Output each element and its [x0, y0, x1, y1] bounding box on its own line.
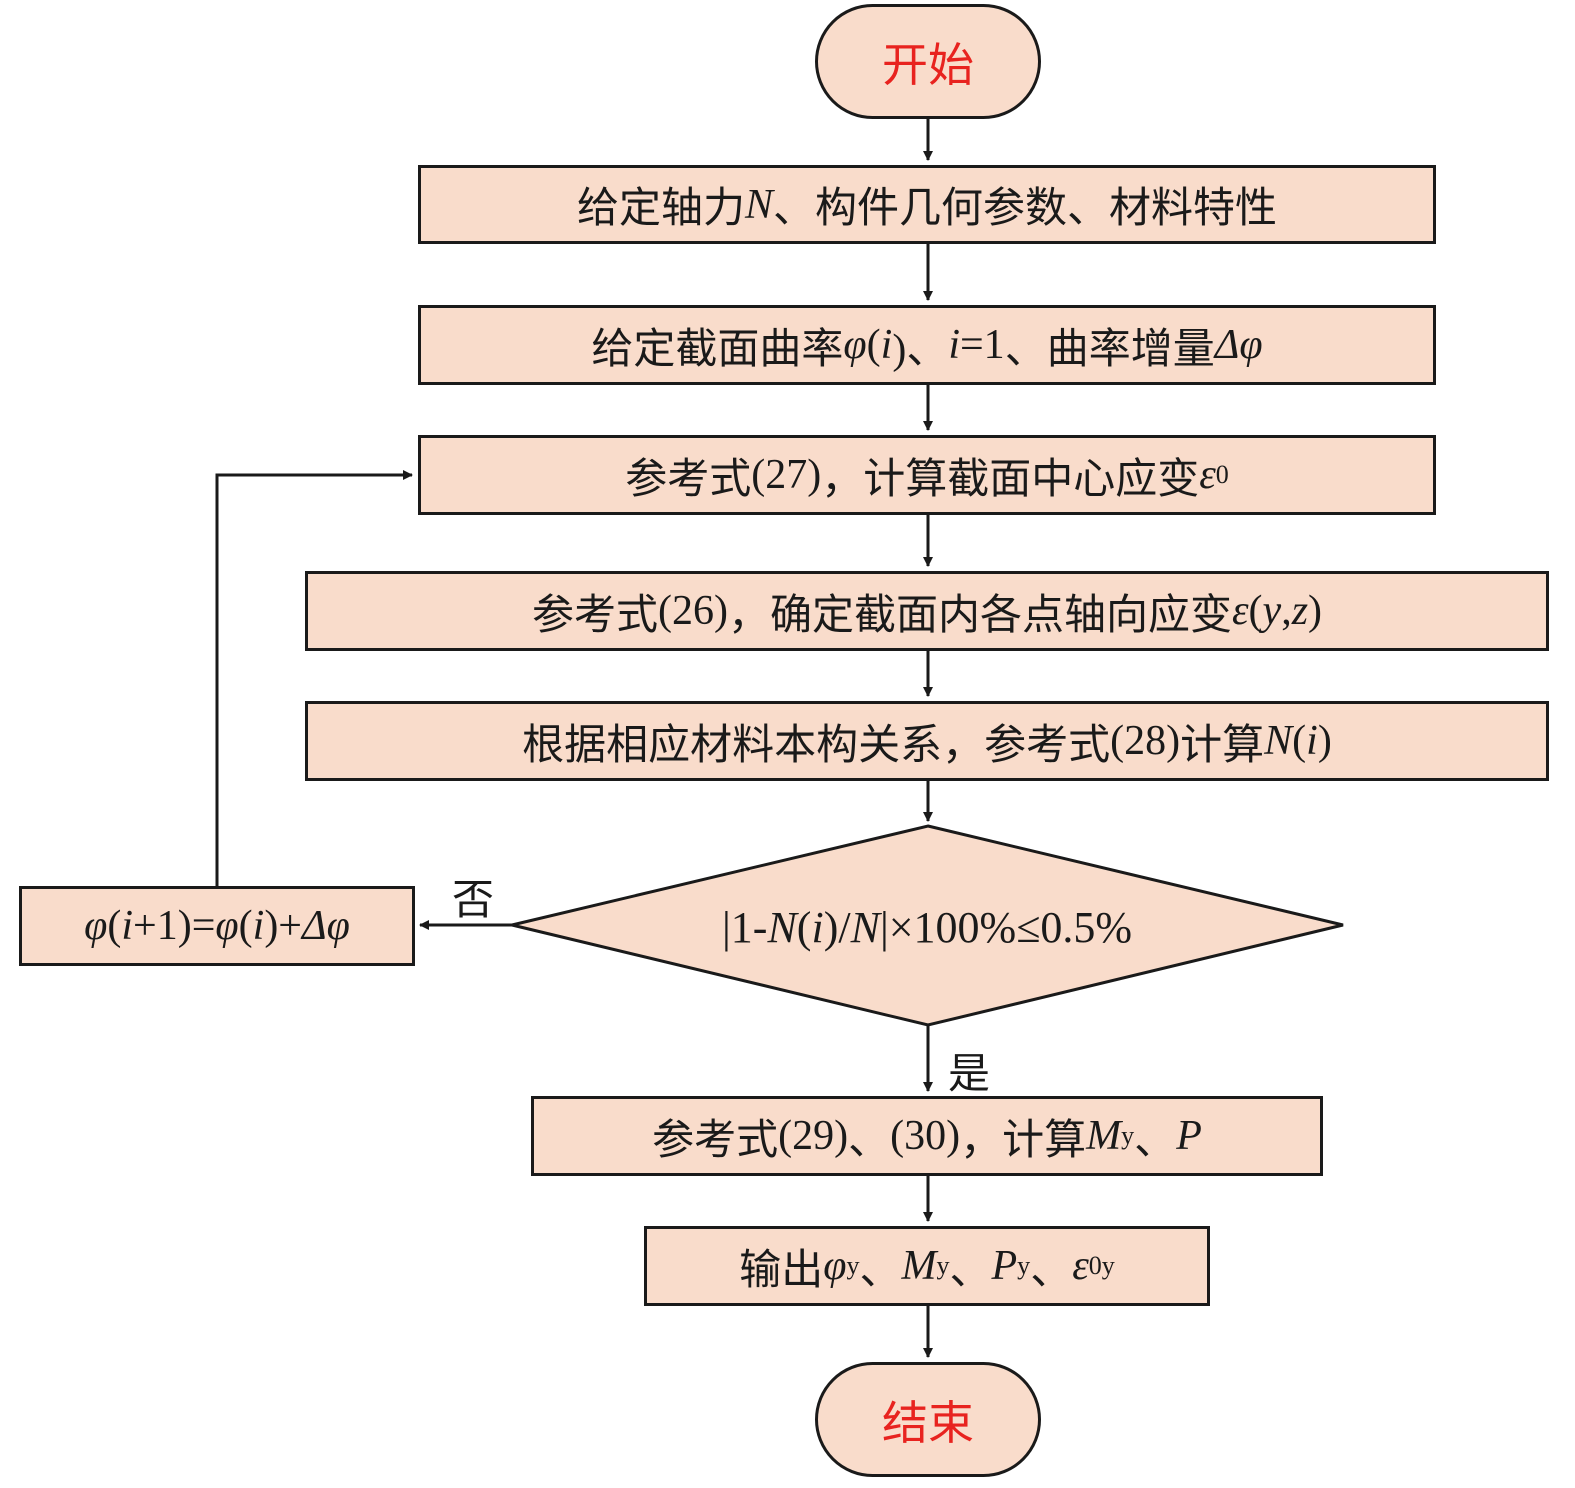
s4-comma: , — [1281, 588, 1292, 634]
s5-paren-open: ( — [1292, 718, 1307, 764]
s6-P: P — [1176, 1113, 1202, 1159]
s7-P-sub: y — [1017, 1251, 1031, 1280]
s5-eq-ref: (28) — [1110, 718, 1181, 764]
end-terminal: 结束 — [815, 1362, 1041, 1477]
s6-eq-ref-2: (30) — [890, 1113, 961, 1159]
s4-paren-close: ) — [1308, 588, 1323, 634]
upd-text-b: +1)= — [133, 903, 216, 949]
upd-delta-phi: Δφ — [302, 903, 350, 949]
start-terminal: 开始 — [815, 4, 1041, 119]
s3-text-b: ，计算截面中心应变 — [821, 453, 1200, 503]
s1-text-a: 给定轴力 — [576, 183, 745, 232]
upd-paren-open-2: ( — [238, 903, 253, 949]
s2-index-2: i — [948, 322, 960, 368]
s6-sep-2: 、 — [1134, 1114, 1177, 1164]
s2-init: =1 — [960, 322, 1005, 368]
s4-y: y — [1262, 588, 1282, 634]
decision-condition: |1-N (i)/N|×100%≤0.5% — [512, 892, 1342, 962]
s6-text-a: 参考式 — [652, 1114, 779, 1164]
s2-index: i — [880, 322, 893, 368]
s2-text-a: 给定截面曲率 — [591, 323, 844, 373]
s2-text-b: 、曲率增量 — [1004, 323, 1215, 373]
upd-index: i — [121, 903, 134, 949]
s4-paren-open: ( — [1248, 588, 1263, 634]
upd-phi1: φ — [84, 903, 108, 949]
s2-paren-close: )、 — [892, 326, 949, 373]
s7-sep-3: 、 — [1030, 1244, 1073, 1294]
s6-M-sub: y — [1121, 1121, 1135, 1150]
dec-text-a: |1- — [721, 902, 768, 952]
s3-epsilon-sub: 0 — [1215, 460, 1229, 489]
upd-paren-open: ( — [107, 903, 122, 949]
no-branch-label: 否 — [452, 875, 495, 924]
s7-epsilon-sub: 0y — [1088, 1251, 1115, 1280]
step-point-strain: 参考式 (26)，确定截面内各点轴向应变 ε (y, z) — [305, 571, 1549, 651]
dec-N1: N — [767, 902, 797, 952]
s7-sep-2: 、 — [949, 1244, 992, 1294]
s7-M-sub: y — [936, 1251, 950, 1280]
upd-phi2: φ — [215, 903, 239, 949]
s6-M: M — [1086, 1113, 1122, 1159]
yes-branch-label: 是 — [948, 1049, 991, 1098]
dec-index: i — [811, 902, 824, 952]
s6-text-b: ，计算 — [960, 1114, 1087, 1164]
s4-text-a: 参考式 — [531, 589, 658, 639]
s1-axial-force: N — [744, 181, 773, 228]
dec-text-b: |×100%≤0.5% — [879, 902, 1133, 952]
s7-epsilon: ε — [1072, 1243, 1089, 1289]
start-label: 开始 — [882, 37, 974, 92]
s2-delta-phi: Δφ — [1214, 322, 1263, 368]
s6-eq-ref-1: (29) — [778, 1113, 849, 1159]
dec-paren-close: )/ — [823, 902, 851, 952]
s6-sep: 、 — [848, 1114, 891, 1164]
s7-phi: φ — [823, 1243, 847, 1289]
arrow-update-loop-to-s3 — [215, 470, 413, 886]
s5-text-a: 根据相应材料本构关系，参考式 — [522, 719, 1111, 769]
end-label: 结束 — [882, 1395, 974, 1450]
dec-paren-open: ( — [796, 902, 812, 952]
upd-index-2: i — [252, 903, 265, 949]
decision-diamond — [511, 824, 1344, 1027]
s4-text-b: ，确定截面内各点轴向应变 — [727, 589, 1232, 639]
s7-P: P — [991, 1243, 1018, 1289]
s7-phi-sub: y — [846, 1251, 860, 1280]
s5-text-b: 计算 — [1180, 719, 1265, 769]
s1-text-b: 、构件几何参数、材料特性 — [773, 183, 1278, 232]
s3-eq-ref: (27) — [751, 452, 822, 498]
s2-phi: φ — [843, 322, 867, 368]
s4-eq-ref: (26) — [657, 588, 728, 634]
s4-z: z — [1291, 588, 1309, 634]
step-input-parameters: 给定轴力 N、构件几何参数、材料特性 — [418, 165, 1436, 244]
s7-M: M — [901, 1243, 937, 1289]
dec-N2: N — [850, 902, 880, 952]
s2-paren-open: ( — [866, 322, 881, 368]
upd-paren-close: )+ — [264, 903, 302, 949]
s3-text-a: 参考式 — [625, 453, 752, 503]
s5-N: N — [1264, 718, 1293, 764]
s7-text-a: 输出 — [739, 1244, 824, 1294]
s4-epsilon: ε — [1231, 588, 1249, 634]
s7-sep-1: 、 — [859, 1244, 902, 1294]
s5-paren-close: ) — [1317, 718, 1332, 764]
s5-index: i — [1306, 718, 1318, 764]
step-update-curvature: φ (i+1)=φ (i)+Δφ — [19, 886, 415, 966]
s3-epsilon: ε — [1199, 452, 1216, 498]
step-compute-axial-force: 根据相应材料本构关系，参考式 (28) 计算 N (i) — [305, 701, 1549, 781]
